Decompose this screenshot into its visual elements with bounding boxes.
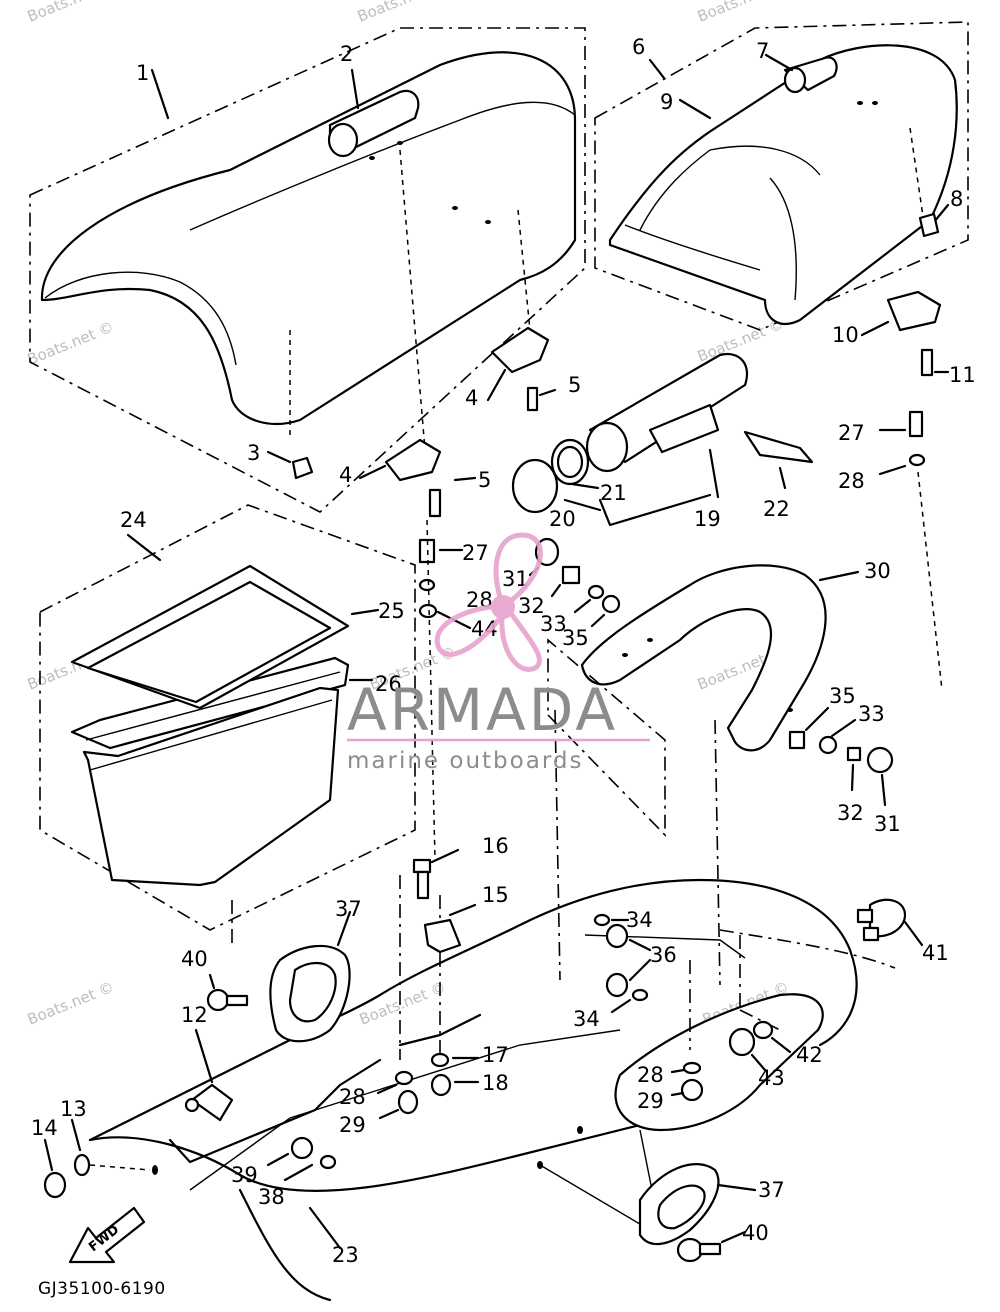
watermark-text: Boats.net ©	[357, 978, 449, 1029]
armada-watermark: ARMADA marine outboards	[347, 532, 650, 774]
seat-hardware	[358, 290, 950, 691]
callout-label: 22	[763, 497, 790, 521]
callout-label: 15	[482, 883, 509, 907]
callout-label: 6	[632, 35, 645, 59]
callout-label: 37	[335, 897, 362, 921]
callout-label: 30	[864, 559, 891, 583]
watermark-text: Boats.net ©	[695, 0, 787, 26]
brand-tagline: marine outboards	[347, 748, 583, 774]
callout-label: 11	[949, 363, 976, 387]
callout-label: 14	[31, 1116, 58, 1140]
callout-label: 43	[758, 1066, 785, 1090]
callout-label: 29	[637, 1089, 664, 1113]
callout-label: 1	[136, 61, 149, 85]
callout-label: 33	[858, 702, 885, 726]
callout-label: 38	[258, 1185, 285, 1209]
callout-label: 5	[568, 373, 581, 397]
callout-label: 16	[482, 834, 509, 858]
callout-label: 32	[837, 801, 864, 825]
callout-label: 23	[332, 1243, 359, 1267]
callout-label: 28	[637, 1063, 664, 1087]
grab-handle	[547, 564, 894, 986]
brand-name: ARMADA	[347, 676, 618, 744]
callout-label: 40	[181, 947, 208, 971]
callout-label: 19	[694, 507, 721, 531]
callout-label: 28	[339, 1085, 366, 1109]
callout-label: 37	[758, 1178, 785, 1202]
callout-label: 18	[482, 1071, 509, 1095]
propeller-logo	[434, 532, 543, 672]
callout-label: 32	[518, 594, 545, 618]
callout-label: 17	[482, 1043, 509, 1067]
callout-label: 10	[832, 323, 859, 347]
callout-label: 41	[922, 941, 949, 965]
callout-label: 8	[950, 187, 963, 211]
storage-box-assembly	[39, 504, 416, 945]
callout-label: 12	[181, 1003, 208, 1027]
rear-seat-assembly	[594, 21, 969, 331]
callout-label: 31	[874, 812, 901, 836]
callout-label: 21	[600, 481, 627, 505]
propeller-blade-top	[493, 532, 543, 603]
callout-label: 33	[540, 612, 567, 636]
callout-label: 27	[838, 421, 865, 445]
propeller-blade-left	[434, 603, 503, 657]
callout-label: 2	[340, 42, 353, 66]
callout-label: 28	[838, 469, 865, 493]
watermark-text: Boats.net ©	[355, 0, 447, 26]
drawing-code: GJ35100-6190	[38, 1279, 166, 1299]
callout-label: 36	[650, 943, 677, 967]
watermark-text: Boats.net ©	[25, 0, 117, 26]
callout-label: 5	[478, 468, 491, 492]
front-seat-assembly	[29, 27, 586, 513]
callout-label: 34	[573, 1007, 600, 1031]
callout-labels: 1 2 3 4 4 5 5 6 7 8 9 10 11 12 13 14 15 …	[31, 35, 976, 1299]
callout-label: 24	[120, 508, 147, 532]
callout-label: 29	[339, 1113, 366, 1137]
callout-label: 4	[339, 463, 352, 487]
callout-label: 9	[660, 90, 673, 114]
callout-label: 34	[626, 908, 653, 932]
callout-label: 42	[796, 1043, 823, 1067]
callout-label: 25	[378, 599, 405, 623]
callout-label: 35	[829, 684, 856, 708]
callout-label: 40	[742, 1221, 769, 1245]
callout-label: 26	[375, 672, 402, 696]
propeller-blade-right	[499, 608, 542, 672]
callout-label: 7	[756, 39, 769, 63]
storage-tube-parts	[511, 352, 814, 527]
callout-label: 27	[462, 541, 489, 565]
callout-label: 3	[247, 441, 260, 465]
callout-label: 4	[465, 386, 478, 410]
lower-hardware: FWD	[43, 848, 924, 1264]
callout-label: 20	[549, 507, 576, 531]
callout-label: 35	[562, 626, 589, 650]
watermark-text: Boats.net ©	[25, 318, 117, 369]
callout-label: 39	[231, 1163, 258, 1187]
propeller-hub	[491, 595, 515, 619]
callout-label: 13	[60, 1097, 87, 1121]
watermark-text: Boats.net ©	[25, 978, 117, 1029]
